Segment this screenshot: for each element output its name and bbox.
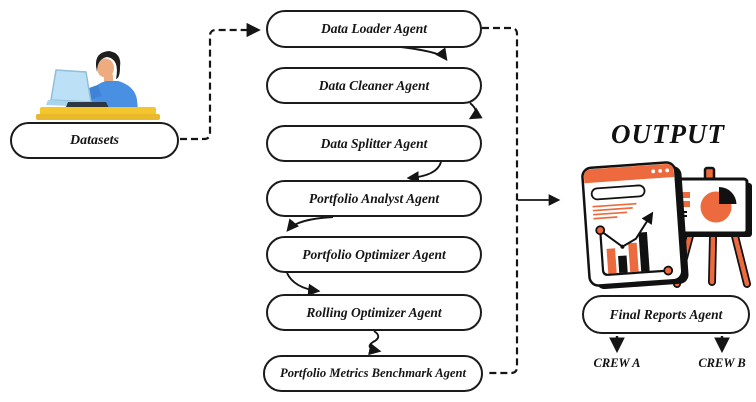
node-portfolio-optimizer-agent: Portfolio Optimizer Agent bbox=[266, 236, 482, 273]
crew-a-label: CREW A bbox=[593, 356, 641, 370]
agent-label: Data Splitter Agent bbox=[320, 135, 428, 151]
header-dot bbox=[658, 168, 663, 173]
agent-label: Portfolio Analyst Agent bbox=[308, 190, 440, 206]
node-datasets: Datasets bbox=[10, 122, 179, 159]
bar-black bbox=[618, 255, 628, 274]
bar-black bbox=[638, 231, 650, 272]
header-dot bbox=[665, 168, 670, 173]
person-face bbox=[97, 58, 114, 78]
person-laptop-illustration bbox=[36, 51, 160, 120]
arrow-loader-to-cleaner bbox=[400, 46, 448, 62]
chart-axis bbox=[599, 230, 667, 276]
agent-label: Portfolio Metrics Benchmark Agent bbox=[280, 366, 466, 380]
search-pill bbox=[590, 184, 646, 201]
node-portfolio-metrics-benchmark-agent: Portfolio Metrics Benchmark Agent bbox=[263, 355, 483, 392]
dashed-loop-loader-to-benchmark bbox=[482, 26, 519, 375]
laptop-keyboard bbox=[66, 102, 109, 108]
node-final-reports-agent: Final Reports Agent bbox=[582, 295, 750, 334]
arrow-rolling-to-benchmark bbox=[368, 330, 382, 356]
arrow-splitter-to-analyst bbox=[406, 161, 442, 184]
output-title: OUTPUT bbox=[611, 119, 725, 149]
whiteboard-line bbox=[677, 192, 690, 198]
desk-edge bbox=[36, 114, 160, 120]
node-rolling-optimizer-agent: Rolling Optimizer Agent bbox=[266, 294, 482, 331]
trend-line bbox=[601, 211, 654, 248]
final-reports-label: Final Reports Agent bbox=[609, 306, 723, 322]
axis-dot bbox=[595, 225, 606, 236]
node-data-loader-agent: Data Loader Agent bbox=[266, 10, 482, 48]
arrow-optimizer-to-rolling bbox=[286, 272, 321, 296]
agent-label: Portfolio Optimizer Agent bbox=[302, 246, 446, 262]
trend-point bbox=[620, 244, 625, 249]
reports-charts-illustration bbox=[581, 161, 752, 290]
arrow-analyst-to-optimizer bbox=[286, 216, 334, 232]
person-hair bbox=[95, 51, 121, 79]
axis-dot bbox=[663, 265, 674, 276]
report-header-bar bbox=[583, 163, 675, 184]
report-card bbox=[581, 161, 689, 290]
pie-slice bbox=[719, 187, 737, 204]
datasets-label: Datasets bbox=[70, 132, 119, 148]
laptop-screen bbox=[50, 69, 92, 103]
bar-orange bbox=[606, 248, 617, 274]
header-dot bbox=[651, 169, 656, 174]
arrow-cleaner-to-splitter bbox=[468, 102, 483, 120]
node-data-cleaner-agent: Data Cleaner Agent bbox=[266, 67, 482, 104]
node-data-splitter-agent: Data Splitter Agent bbox=[266, 125, 482, 162]
agent-label: Data Cleaner Agent bbox=[318, 77, 430, 93]
agent-label: Data Loader Agent bbox=[321, 21, 427, 36]
agent-label: Rolling Optimizer Agent bbox=[306, 304, 442, 320]
dashed-arrow-datasets-to-loader bbox=[180, 22, 261, 141]
desk-top bbox=[40, 107, 156, 115]
node-portfolio-analyst-agent: Portfolio Analyst Agent bbox=[266, 180, 482, 217]
bar-orange bbox=[628, 242, 639, 273]
report-text-lines bbox=[592, 202, 637, 220]
crew-b-label: CREW B bbox=[698, 356, 746, 370]
